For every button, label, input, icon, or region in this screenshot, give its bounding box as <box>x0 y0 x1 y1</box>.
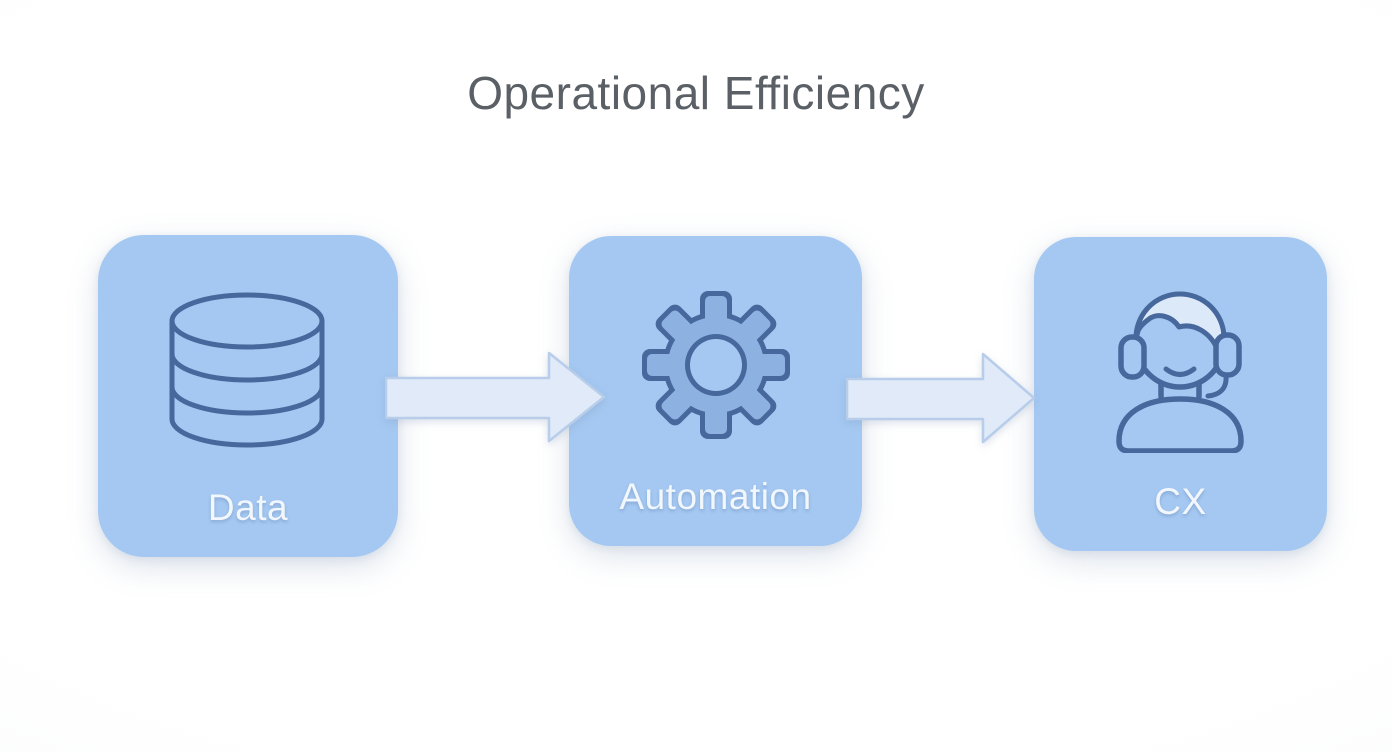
flow-node-automation: Automation <box>569 236 862 546</box>
diagram-title: Operational Efficiency <box>467 67 925 119</box>
node-label-cx: CX <box>1154 481 1207 522</box>
database-icon <box>169 292 325 448</box>
arrow-automation-to-cx <box>846 352 1036 444</box>
flow-node-data: Data <box>98 235 398 557</box>
gear-icon <box>642 291 790 439</box>
arrow-data-to-automation <box>385 351 606 443</box>
node-label-automation: Automation <box>619 476 812 517</box>
headset-agent-icon <box>1116 291 1244 453</box>
node-label-data: Data <box>207 487 289 528</box>
flow-node-cx: CX <box>1034 237 1327 551</box>
